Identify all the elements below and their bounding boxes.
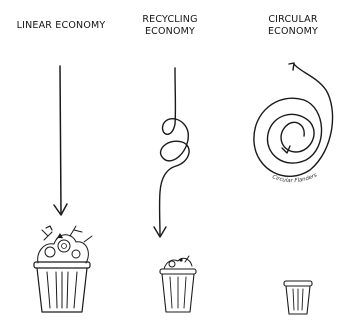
partially-filled-trash-bin-icon xyxy=(160,256,196,312)
overflowing-trash-bin-icon xyxy=(34,226,92,312)
circular-spiral-arrow: Circular Flanders xyxy=(254,63,333,184)
linear-arrow xyxy=(54,66,67,215)
small-trash-bin-icon xyxy=(284,281,312,314)
recycling-loop-arrow xyxy=(154,68,189,237)
